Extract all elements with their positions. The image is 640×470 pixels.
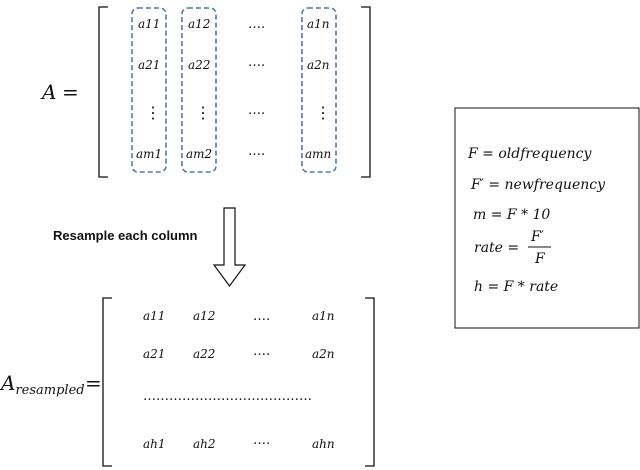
matrix-resampled-entry: a11: [143, 309, 165, 323]
matrix-a-hdots: ….: [248, 17, 265, 32]
matrix-a-vdots: ⋮: [145, 103, 161, 122]
matrix-resampled-entry: a1n: [312, 309, 335, 323]
matrix-a-vdots: ⋮: [195, 103, 211, 122]
definition-h: h = F * rate: [474, 279, 558, 295]
matrix-a-hdots: ….: [248, 144, 265, 159]
down-arrow-icon: [212, 207, 247, 288]
matrix-resampled-entry: ah1: [143, 437, 166, 451]
matrix-a-entry: a21: [138, 58, 160, 72]
matrix-a-equals: =: [62, 80, 79, 104]
matrix-a-entry: a12: [188, 17, 210, 31]
definition-m: m = F * 10: [473, 207, 550, 223]
matrix-resampled-hdots: ….: [253, 433, 270, 448]
matrix-resampled-equals: =: [85, 371, 102, 395]
matrix-a-hdots: ….: [248, 103, 265, 118]
matrix-a-entry: a11: [138, 17, 160, 31]
matrix-resampled-entry: a2n: [312, 347, 335, 361]
definition-rate-denominator: F: [534, 251, 546, 267]
matrix-resampled-entry: a12: [193, 309, 215, 323]
matrix-resampled-entry: a22: [193, 347, 215, 361]
definitions-box: [454, 107, 640, 329]
matrix-resampled-entry: ah2: [193, 437, 216, 451]
matrix-a-entry: am2: [186, 147, 212, 161]
definition-rate-numerator: F′: [530, 229, 545, 245]
column-1-highlight: [131, 7, 167, 173]
matrix-resampled-hdots: ….: [253, 344, 270, 359]
matrix-resampled-entry: ahn: [312, 437, 335, 451]
matrix-resampled-row-dots: …………………………………: [143, 389, 312, 404]
matrix-a-entry: amn: [305, 147, 331, 161]
definition-f: F = oldfrequency: [467, 146, 592, 162]
arrow-label: Resample each column: [53, 228, 198, 243]
matrix-resampled-hdots: ….: [253, 309, 270, 324]
column-n-highlight: [301, 7, 337, 173]
matrix-resampled-entry: a21: [143, 347, 165, 361]
matrix-resampled-right-bracket: [365, 297, 375, 467]
matrix-a-entry: am1: [136, 147, 162, 161]
matrix-a-right-bracket: [361, 6, 371, 178]
column-2-highlight: [181, 7, 217, 173]
matrix-resampled-left-bracket: [102, 297, 112, 467]
matrix-resampled-name: Aresampled: [0, 371, 85, 398]
matrix-a-hdots: ….: [248, 55, 265, 70]
matrix-a-vdots: ⋮: [315, 103, 331, 122]
matrix-a-entry: a1n: [307, 17, 330, 31]
matrix-a-entry: a22: [188, 58, 210, 72]
definition-f-prime: F′ = newfrequency: [470, 177, 606, 193]
definition-rate-lhs: rate =: [474, 240, 519, 256]
matrix-a-left-bracket: [98, 6, 108, 178]
matrix-a-entry: a2n: [307, 58, 330, 72]
matrix-a-name: A: [40, 80, 56, 104]
